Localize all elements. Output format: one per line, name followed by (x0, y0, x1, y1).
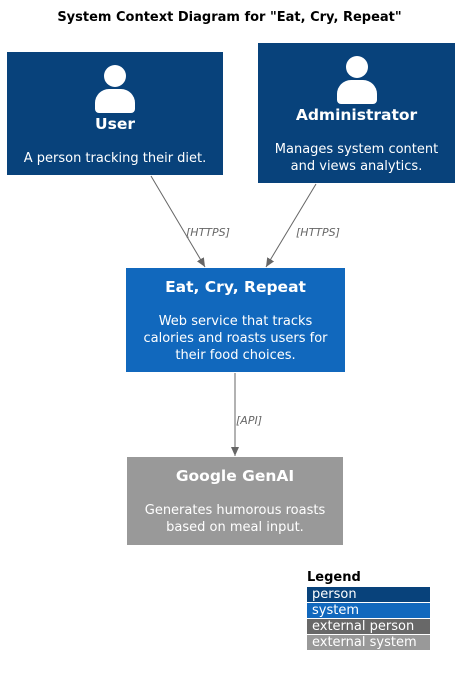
edge-label-api: [API] (236, 414, 262, 427)
administrator-person-box: Administrator Manages system content and… (258, 43, 455, 183)
legend-item-external-person: external person (307, 619, 430, 634)
external-system-description-line-1: Generates humorous roasts (144, 503, 326, 518)
person-icon (95, 65, 135, 113)
person-icon (336, 56, 377, 104)
legend-item-external-system: external system (307, 635, 430, 650)
system-name: Eat, Cry, Repeat (165, 278, 306, 296)
edge-user-to-app (150, 175, 206, 268)
user-person-box: User A person tracking their diet. (7, 52, 223, 175)
edge-label-user-https: [HTTPS] (186, 226, 230, 239)
system-description-line-1: Web service that tracks (158, 314, 313, 329)
user-name: User (95, 115, 135, 133)
external-system-description-line-2: based on meal input. (166, 520, 304, 535)
system-description-line-3: their food choices. (175, 348, 296, 363)
eat-cry-repeat-system-box: Eat, Cry, Repeat Web service that tracks… (126, 268, 345, 372)
administrator-description-line-2: and views analytics. (290, 159, 423, 174)
google-genai-external-system-box: Google GenAI Generates humorous roasts b… (127, 457, 343, 545)
user-description: A person tracking their diet. (23, 151, 207, 166)
external-system-name: Google GenAI (175, 467, 295, 485)
legend-item-system: system (307, 603, 430, 618)
administrator-name: Administrator (295, 106, 418, 124)
administrator-description-line-1: Manages system content (274, 142, 439, 157)
edge-admin-to-app (265, 183, 317, 268)
diagram-title: System Context Diagram for "Eat, Cry, Re… (57, 10, 402, 25)
edge-label-admin-https: [HTTPS] (296, 226, 340, 239)
legend-item-person: person (307, 587, 430, 602)
system-description-line-2: calories and roasts users for (143, 331, 328, 346)
administrator-description: Manages system content and views analyti… (258, 141, 455, 175)
legend-title: Legend (307, 570, 361, 585)
system-description: Web service that tracks calories and roa… (126, 313, 345, 364)
legend: Legend person system external person ext… (307, 570, 430, 651)
external-system-description: Generates humorous roasts based on meal … (127, 502, 343, 536)
